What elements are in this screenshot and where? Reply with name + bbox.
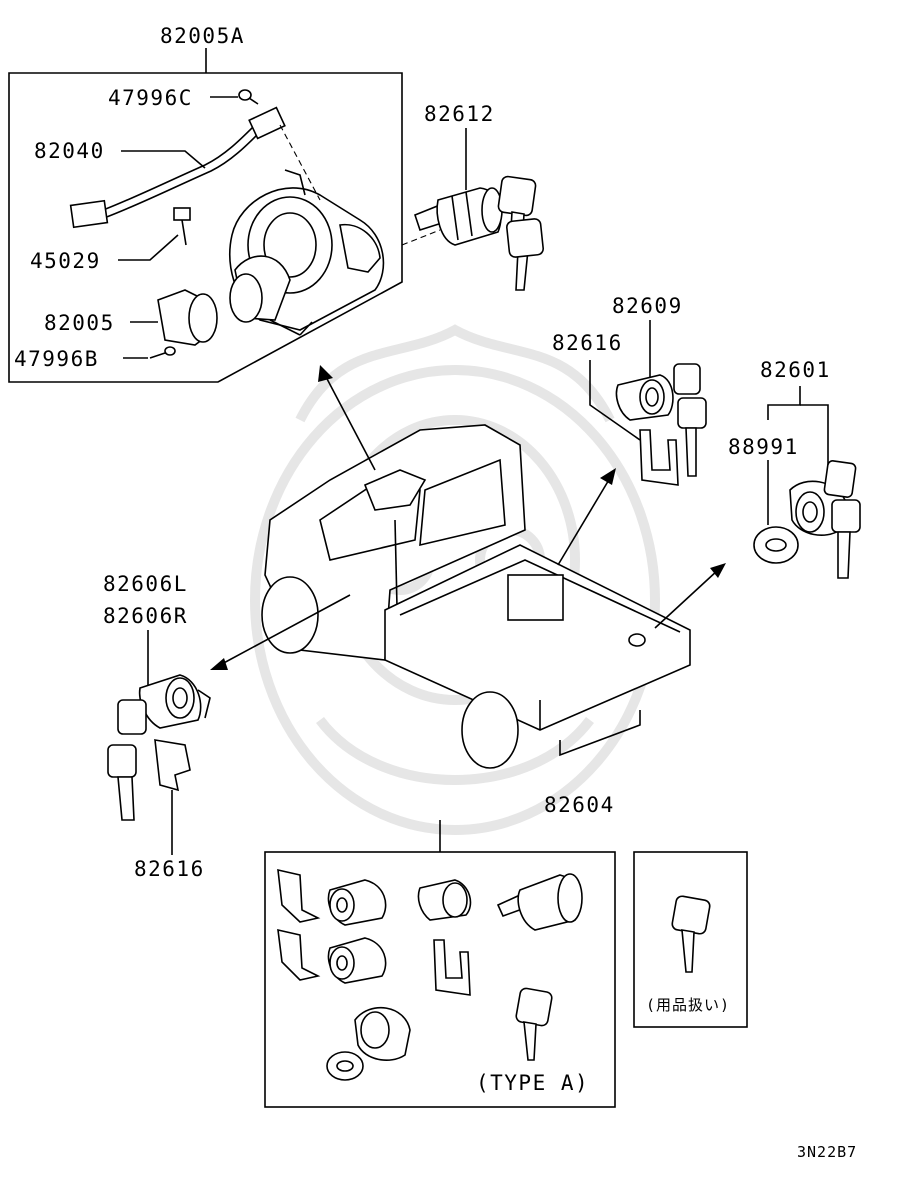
label-82040: 82040 [34,139,105,163]
label-82616-rear: 82616 [552,331,623,355]
ignition-cylinder-group: 82612 [401,102,544,291]
retainer-clip-icon [154,739,191,792]
fuel-lid-lock-icon [326,1006,411,1081]
door-lock-cylinder-icon [327,879,387,984]
diagram-code: 3N22B7 [797,1143,857,1161]
label-82609: 82609 [612,294,683,318]
tailgate-lock-cylinder-icon [417,879,472,996]
label-45029: 45029 [30,249,101,273]
label-82601: 82601 [760,358,831,382]
ignition-cylinder-icon [496,873,583,931]
label-82606L: 82606L [103,572,188,596]
gasket-icon [753,526,799,564]
accessory-key-box [633,851,748,1028]
label-82606R: 82606R [103,604,188,628]
lock-cylinder-icon [615,374,674,421]
lock-kit-group: 82604 [264,793,616,1108]
label-47996B: 47996B [14,347,99,371]
retainer-clip-icon [277,868,321,981]
pointer-arrows [210,365,726,670]
tailgate-lock-group: 82609 82616 [552,294,707,486]
bolt-icon [173,207,191,246]
key-icon [673,363,707,477]
lock-kit-box [264,851,616,1108]
label-82612: 82612 [424,102,495,126]
key-icon [515,987,553,1061]
label-82005A: 82005A [160,24,245,48]
kit-type-note: (TYPE A) [476,1071,589,1095]
label-82005: 82005 [44,311,115,335]
key-cylinder-icon [414,187,503,246]
truck-illustration [261,424,691,769]
key-icon [497,175,544,291]
label-88991: 88991 [728,435,799,459]
screw-icon [149,346,176,359]
fuel-lid-lock-group: 82601 88991 [728,358,861,579]
accessory-note: (用品扱い) [646,996,730,1014]
ignition-switch-icon [157,289,218,346]
door-lock-cylinder-icon [138,674,211,729]
key-icon [671,895,711,973]
steering-lock-group-box [8,72,403,383]
key-icon [823,460,861,579]
steering-lock-group: 82005A 47996C 82040 45029 [8,24,403,383]
label-47996C: 47996C [108,86,193,110]
key-icon [107,699,147,821]
retainer-clip-icon [639,429,679,486]
screw-icon [238,89,259,105]
wire-harness-icon [69,106,286,229]
steering-lock-housing-icon [229,169,385,336]
label-82604: 82604 [544,793,615,817]
door-lock-group: 82606L 82606R 82616 [103,572,211,881]
label-82616-door: 82616 [134,857,205,881]
accessory-key-group: (用品扱い) [633,851,748,1028]
